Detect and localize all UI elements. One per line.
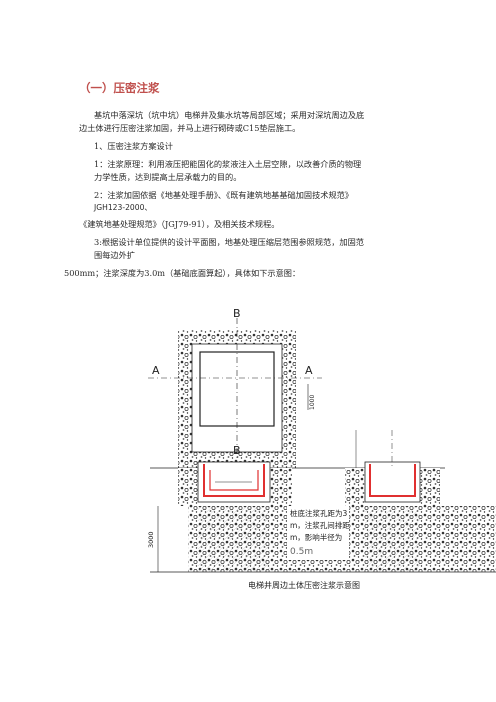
gravel-left: [178, 468, 198, 506]
section-title: （一）压密注浆: [79, 81, 160, 95]
grouting-zone-hatch-2: [365, 506, 420, 572]
section-mark-b-top: B: [233, 307, 241, 320]
dim-1000: 1000: [309, 395, 316, 410]
section-mark-b-bottom: B: [233, 444, 241, 457]
reinforcement-left-pit: [203, 464, 265, 497]
paragraph-line: 3:根据设计单位提供的设计平面图，地基处理压缩层范围参照规范，加固范: [94, 237, 364, 247]
note-box: [287, 506, 349, 560]
note-line: 桩底注浆孔距为3: [290, 508, 347, 518]
gravel-right-2: [420, 468, 440, 506]
note-line: m，影响半径为: [290, 532, 342, 542]
gravel-right: [270, 468, 292, 506]
paragraph-line: 边土体进行压密注浆加固，并马上进行砌砖或C15垫层施工。: [79, 123, 301, 133]
reinforcement-inner: [209, 470, 259, 491]
gravel-left-2: [345, 468, 365, 506]
paragraph-line: 1、压密注浆方案设计: [94, 141, 173, 151]
section-mark-a-right: A: [305, 364, 313, 377]
paragraph-line: 《建筑地基处理规范》（JGJ79-91），及相关技术规程。: [79, 219, 280, 229]
paragraph-line: 基坑中落深坑（坑中坑）电梯井及集水坑等局部区域；采用对深坑周边及底: [94, 110, 365, 120]
paragraph-line: 围每边外扩: [94, 250, 135, 260]
paragraph-line: 1：注浆原理：利用液压把能固化的浆液注入土层空隙，以改善介质的物理: [94, 159, 362, 169]
grouting-zone-hatch: [198, 506, 270, 572]
section-mark-a-left: A: [152, 364, 160, 377]
paragraph-line: JGH123-2000、: [94, 203, 152, 212]
paragraph-line: 2：注浆加固依据《地基处理手册》、《既有建筑地基基础加固技术规范》: [94, 190, 354, 200]
dim-3000: 3000: [147, 531, 155, 548]
paragraph-line: 力学性质，达到提高土层承载力的目的。: [94, 172, 242, 182]
diagram-caption: 电梯井周边土体压密注浆示意图: [248, 580, 360, 590]
note-line: 0.5m: [290, 547, 313, 557]
note-line: m，注浆孔间排距: [290, 520, 350, 530]
reinforcement-right-pit: [369, 464, 416, 497]
paragraph-line: 500mm；注浆深度为3.0m（基础底面算起），具体如下示意图：: [64, 268, 301, 278]
